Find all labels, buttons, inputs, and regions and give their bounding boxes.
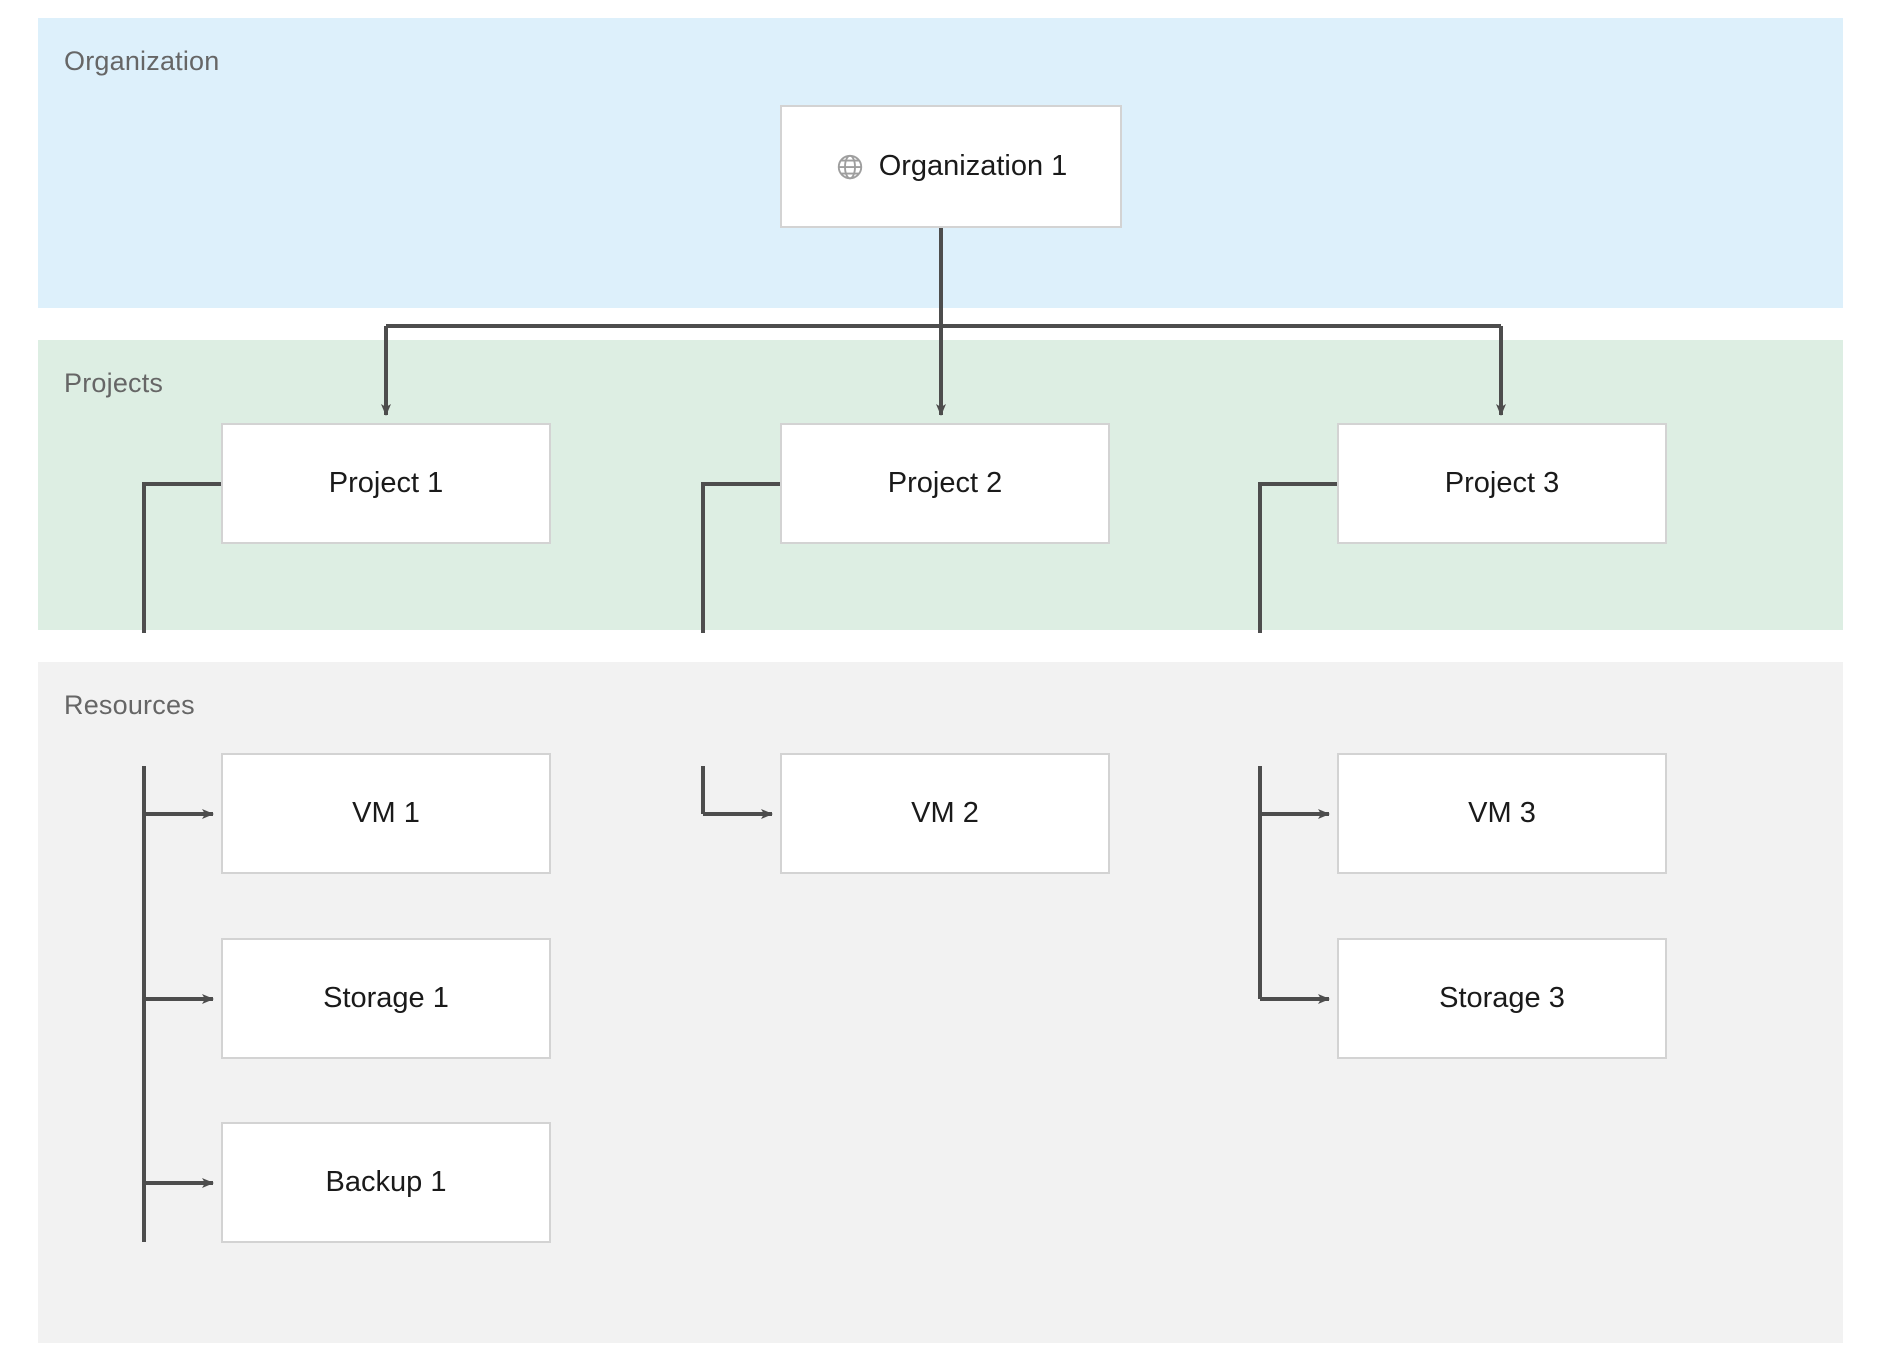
node-storage-1[interactable]: Storage 1 bbox=[221, 938, 551, 1059]
band-label-organization: Organization bbox=[64, 46, 220, 76]
node-organization-1[interactable]: Organization 1 bbox=[780, 105, 1122, 228]
node-label-vm-1: VM 1 bbox=[352, 797, 420, 829]
node-storage-3[interactable]: Storage 3 bbox=[1337, 938, 1667, 1059]
node-label-organization-1: Organization 1 bbox=[878, 150, 1068, 182]
globe-icon bbox=[835, 152, 865, 182]
node-label-project-2: Project 2 bbox=[887, 467, 1003, 499]
band-label-resources: Resources bbox=[64, 690, 195, 720]
node-label-project-1: Project 1 bbox=[328, 467, 444, 499]
node-vm-3[interactable]: VM 3 bbox=[1337, 753, 1667, 874]
node-label-backup-1: Backup 1 bbox=[325, 1166, 447, 1198]
node-project-3[interactable]: Project 3 bbox=[1337, 423, 1667, 544]
node-label-project-3: Project 3 bbox=[1444, 467, 1560, 499]
node-vm-1[interactable]: VM 1 bbox=[221, 753, 551, 874]
band-label-projects: Projects bbox=[64, 368, 164, 398]
node-label-vm-2: VM 2 bbox=[911, 797, 979, 829]
node-project-2[interactable]: Project 2 bbox=[780, 423, 1110, 544]
node-label-storage-3: Storage 3 bbox=[1439, 982, 1565, 1014]
node-backup-1[interactable]: Backup 1 bbox=[221, 1122, 551, 1243]
node-project-1[interactable]: Project 1 bbox=[221, 423, 551, 544]
node-vm-2[interactable]: VM 2 bbox=[780, 753, 1110, 874]
node-label-vm-3: VM 3 bbox=[1468, 797, 1536, 829]
node-label-storage-1: Storage 1 bbox=[323, 982, 449, 1014]
